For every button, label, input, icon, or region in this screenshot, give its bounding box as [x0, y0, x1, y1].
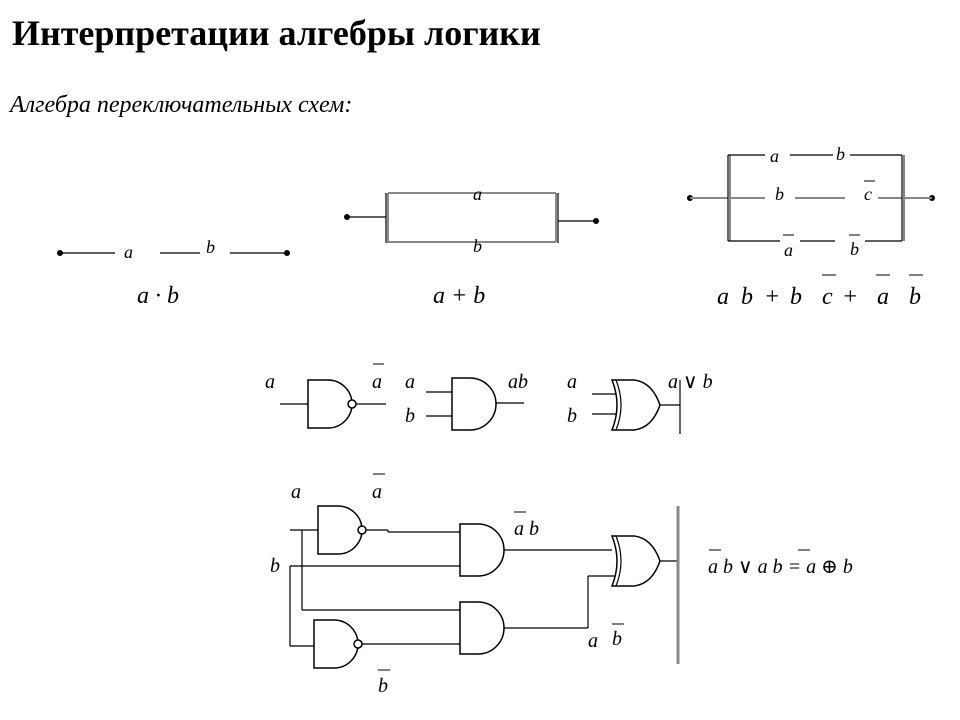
xor-input-a: a	[291, 481, 301, 503]
svg-text:a: a	[717, 284, 729, 310]
mixed-top-a: a	[770, 146, 779, 166]
svg-text:a: a	[877, 284, 889, 310]
xor-input-b: b	[270, 555, 280, 577]
not-gate: a a	[265, 363, 386, 429]
and-input-a: a	[405, 371, 415, 393]
svg-text:c: c	[822, 284, 833, 310]
xor-term1: a b	[514, 518, 539, 540]
xor-result-formula: a b ∨ a b = a ⊕ b	[708, 556, 853, 578]
mixed-mid-b: b	[775, 184, 784, 204]
svg-text:+: +	[764, 284, 780, 310]
mixed-circuit: a b b c a b a b + b c + a b	[687, 144, 935, 310]
or-gate: a b a ∨ b	[567, 371, 713, 434]
mixed-top-b: b	[836, 144, 845, 164]
mixed-bot-a: a	[784, 240, 793, 260]
and-input-b: b	[405, 405, 415, 427]
series-formula: a · b	[137, 283, 179, 309]
parallel-circuit: a b a + b	[344, 184, 599, 309]
or-input-a: a	[567, 371, 577, 393]
and-gate: a b ab	[405, 371, 528, 431]
svg-text:b: b	[741, 284, 753, 310]
xor-term2-a: a	[588, 630, 598, 652]
xor-output-not-b: b	[378, 675, 388, 697]
or-input-b: b	[567, 405, 577, 427]
series-circuit: a b a · b	[57, 237, 290, 309]
or-output-label: a ∨ b	[668, 371, 713, 393]
parallel-contact-a: a	[473, 184, 482, 204]
svg-text:b: b	[909, 284, 921, 310]
not-input-label: a	[265, 371, 275, 393]
mixed-formula: a b + b c + a b	[717, 284, 921, 310]
series-contact-a: a	[124, 242, 133, 262]
and-output-label: ab	[508, 371, 528, 393]
parallel-contact-b: b	[473, 236, 482, 256]
xor-term2-b: b	[612, 628, 622, 650]
page-title: Интерпретации алгебры логики	[12, 13, 541, 53]
not-output-label: a	[372, 371, 382, 393]
mixed-bot-b: b	[850, 239, 859, 259]
mixed-mid-c: c	[864, 184, 872, 204]
svg-text:b: b	[790, 284, 802, 310]
svg-text:+: +	[842, 284, 858, 310]
series-contact-b: b	[206, 237, 215, 257]
page-subtitle: Алгебра переключательных схем:	[10, 92, 353, 118]
parallel-formula: a + b	[433, 283, 485, 309]
xor-circuit: a a b b	[270, 473, 853, 697]
xor-output-not-a: a	[372, 481, 382, 503]
